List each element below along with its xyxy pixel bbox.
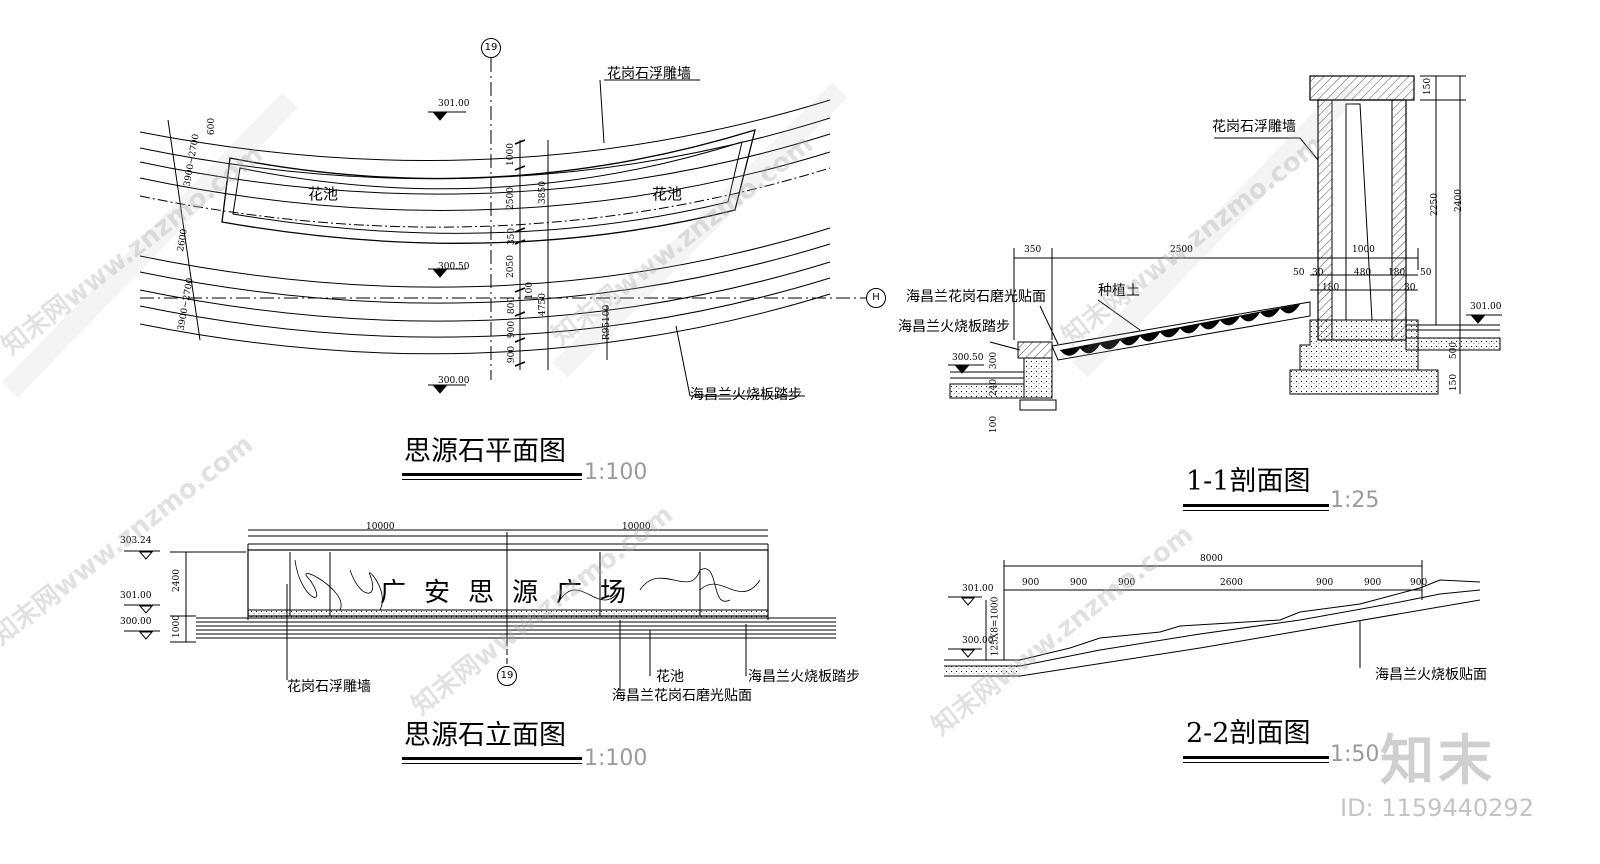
plan-pool-left-label: 花池 — [308, 185, 339, 203]
section22-title-underline-thin — [1183, 762, 1329, 763]
plan-dim-center-0: 1000 — [505, 143, 516, 166]
plan-elev-mid: 300.50 — [438, 262, 470, 272]
section11-dim-left-2: 100 — [989, 415, 1000, 434]
section11-dim-right-0: 150 — [1423, 77, 1434, 96]
section-2-2-view — [944, 560, 1481, 677]
section22-elev-top: 301.00 — [962, 584, 994, 594]
section11-soil-label: 种植土 — [1098, 283, 1140, 299]
plan-axis-h-marker: H — [866, 288, 886, 308]
section11-title: 1-1剖面图 — [1186, 466, 1311, 497]
section-1-1-view — [948, 75, 1502, 411]
elevation-steps-label: 海昌兰火烧板踏步 — [748, 669, 860, 685]
section11-dim-right-2: 2400 — [1453, 189, 1464, 212]
section11-title-underline — [1183, 504, 1329, 507]
section11-dim-wall-4: 50 — [1420, 268, 1432, 278]
plan-dim-4750: 4750 — [537, 293, 548, 316]
section11-dim-top-1: 2500 — [1170, 245, 1193, 255]
elevation-dim-1000: 1000 — [171, 615, 182, 638]
section11-elev-right: 301.00 — [1470, 302, 1502, 312]
section11-dim-wall-0: 50 — [1293, 268, 1305, 278]
section11-dim-top-0: 350 — [1024, 245, 1042, 255]
section22-dim-2: 900 — [1118, 578, 1136, 588]
section11-granite-label: 海昌兰花岗石磨光贴面 — [906, 289, 1046, 305]
section11-scale: 1:25 — [1330, 488, 1380, 513]
section22-dim-1: 900 — [1070, 578, 1088, 588]
section11-dim-right-4: 150 — [1449, 373, 1460, 392]
plan-dim-center-3: 2050 — [505, 255, 516, 278]
section11-title-underline-thin — [1183, 510, 1329, 511]
plan-scale: 1:100 — [584, 460, 648, 485]
watermark-id: ID: 1159440292 — [1340, 794, 1534, 822]
plan-axis-19-marker: 19 — [481, 38, 501, 58]
section11-dim-top-2: 1000 — [1352, 245, 1375, 255]
plan-dim-3850: 3850 — [537, 181, 548, 204]
elevation-big-text: 广安思源广场 — [380, 578, 645, 608]
elevation-elev-1: 303.24 — [120, 536, 152, 546]
plan-dim-left-0: 600 — [207, 117, 218, 136]
section11-dim-wall-3: 180 — [1388, 268, 1406, 278]
elevation-axis-19-marker: 19 — [497, 666, 517, 686]
section22-total: 8000 — [1200, 554, 1223, 564]
elevation-elev-2: 301.00 — [120, 591, 152, 601]
section22-dim-5: 900 — [1364, 578, 1382, 588]
section22-scale: 1:50 — [1330, 742, 1380, 767]
section22-dim-0: 900 — [1022, 578, 1040, 588]
elevation-title-underline-thin — [402, 763, 582, 764]
section11-dim-left-0: 300 — [989, 351, 1000, 370]
watermark-diagonals — [2, 82, 1358, 398]
plan-elev-bottom: 300.00 — [438, 376, 470, 386]
section22-dim-vert: 125X8=1000 — [990, 596, 1001, 657]
plan-dim-center-4: 800 — [507, 296, 518, 315]
section11-dim-base-0: 180 — [1322, 283, 1340, 293]
elevation-elev-3: 300.00 — [120, 617, 152, 627]
section22-dim-4: 900 — [1316, 578, 1334, 588]
elevation-view — [124, 529, 836, 690]
plan-wall-label: 花岗石浮雕墙 — [607, 66, 691, 82]
section11-elev-left: 300.50 — [952, 353, 984, 363]
elevation-dim-right: 10000 — [622, 522, 651, 532]
elevation-granite-label: 海昌兰花岗石磨光贴面 — [612, 688, 752, 704]
plan-dim-center-1: 2500 — [505, 187, 516, 210]
plan-elev-top: 301.00 — [438, 99, 470, 109]
plan-view — [139, 58, 866, 397]
plan-dim-100: 100 — [525, 281, 536, 300]
section11-dim-wall-1: 30 — [1312, 268, 1324, 278]
section22-title: 2-2剖面图 — [1186, 718, 1311, 749]
section11-dim-right-1: 2250 — [1429, 193, 1440, 216]
section11-steps-label: 海昌兰火烧板踏步 — [898, 319, 1010, 335]
elevation-pool-label: 花池 — [656, 669, 684, 685]
plan-pool-right-label: 花池 — [652, 185, 683, 203]
elevation-dim-left: 10000 — [366, 522, 395, 532]
plan-dim-center-5: 900 — [507, 320, 518, 339]
watermark-logo: 知末 — [1380, 729, 1496, 792]
elevation-title: 思源石立面图 — [404, 720, 566, 751]
elevation-wall-label: 花岗石浮雕墙 — [287, 679, 371, 695]
section11-dim-wall-2: 480 — [1354, 268, 1372, 278]
section22-steps-label: 海昌兰火烧板贴面 — [1375, 667, 1487, 683]
plan-dim-center-2: 350 — [507, 227, 518, 246]
section22-title-underline — [1183, 756, 1329, 759]
section11-dim-base-1: 30 — [1404, 283, 1416, 293]
section11-dim-left-1: 240 — [989, 378, 1000, 397]
elevation-title-underline — [402, 757, 582, 760]
elevation-dim-2400: 2400 — [171, 569, 182, 592]
elevation-scale: 1:100 — [584, 746, 648, 771]
plan-title-underline — [402, 473, 582, 476]
plan-dim-center-6: 900 — [507, 345, 518, 364]
section22-elev-bottom: 300.00 — [962, 636, 994, 646]
plan-title-underline-thin — [402, 479, 582, 480]
plan-steps-label: 海昌兰火烧板踏步 — [690, 387, 802, 403]
plan-title: 思源石平面图 — [404, 436, 566, 467]
section22-dim-3: 2600 — [1220, 578, 1243, 588]
section22-dim-6: 900 — [1410, 578, 1428, 588]
section11-dim-right-3: 500 — [1449, 341, 1460, 360]
section11-wall-label: 花岗石浮雕墙 — [1212, 119, 1296, 135]
